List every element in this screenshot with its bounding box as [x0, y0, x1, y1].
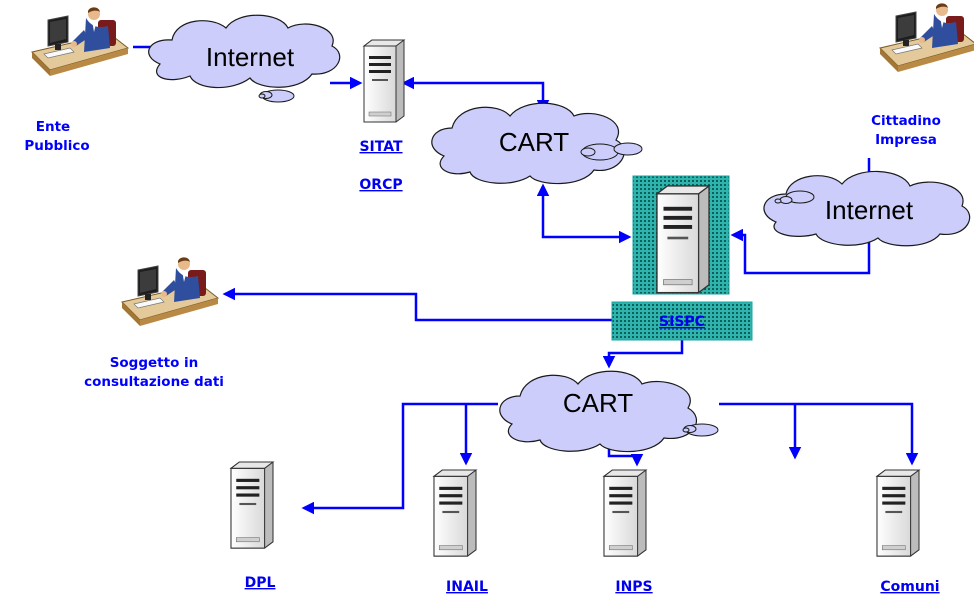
dpl-server-icon: [230, 461, 274, 549]
internet-cloud-top-label: Internet: [206, 42, 295, 72]
soggetto-user-icon: [121, 256, 219, 327]
connector-sitat-cart: [401, 76, 550, 113]
inail-link[interactable]: INAIL: [446, 579, 488, 595]
cart-cloud-lower-label: CART: [563, 388, 633, 418]
ente-pubblico-label-line2: Pubblico: [24, 138, 89, 154]
comuni-server-icon: [876, 469, 920, 557]
dpl-link[interactable]: DPL: [245, 575, 276, 591]
cittadino-label-line1: Cittadino: [871, 113, 941, 129]
orcp-link[interactable]: ORCP: [359, 177, 402, 193]
ente-pubblico-label-line1: Ente: [36, 119, 70, 135]
connector-sispc-soggetto: [222, 287, 612, 322]
inps-server-icon: [603, 469, 647, 557]
sispc-label-box[interactable]: SISPC: [611, 301, 753, 341]
soggetto-label-line1: Soggetto in: [110, 355, 199, 371]
cart-cloud-upper-label: CART: [499, 127, 569, 157]
cittadino-label-line2: Impresa: [875, 132, 937, 148]
soggetto-label-line2: consultazione dati: [84, 374, 224, 390]
internet-cloud-top: Internet: [148, 14, 341, 103]
sitat-server-icon: [363, 39, 405, 123]
inail-server-icon: [433, 469, 477, 557]
inps-link[interactable]: INPS: [615, 579, 652, 595]
sispc-server-icon: [656, 185, 710, 294]
cart-cloud-upper: CART: [431, 102, 643, 185]
sispc-server-frame: [632, 175, 730, 295]
ente-pubblico-user-icon: [31, 6, 129, 77]
connector-sispc-cart: [602, 340, 684, 369]
comuni-link[interactable]: Comuni: [880, 579, 939, 595]
cart-cloud-lower: CART: [499, 370, 719, 453]
internet-cloud-right-label: Internet: [825, 195, 914, 225]
sitat-link[interactable]: SITAT: [359, 139, 403, 155]
connector-internet-sispc: [730, 228, 871, 275]
internet-cloud-right: Internet: [763, 170, 971, 247]
cittadino-impresa-user-icon: [879, 2, 974, 73]
connector-cart-sispc: [536, 183, 632, 244]
connector-cart-comuni: [719, 402, 919, 466]
connector-cart-dpl: [301, 402, 498, 515]
sispc-label[interactable]: SISPC: [659, 314, 705, 330]
